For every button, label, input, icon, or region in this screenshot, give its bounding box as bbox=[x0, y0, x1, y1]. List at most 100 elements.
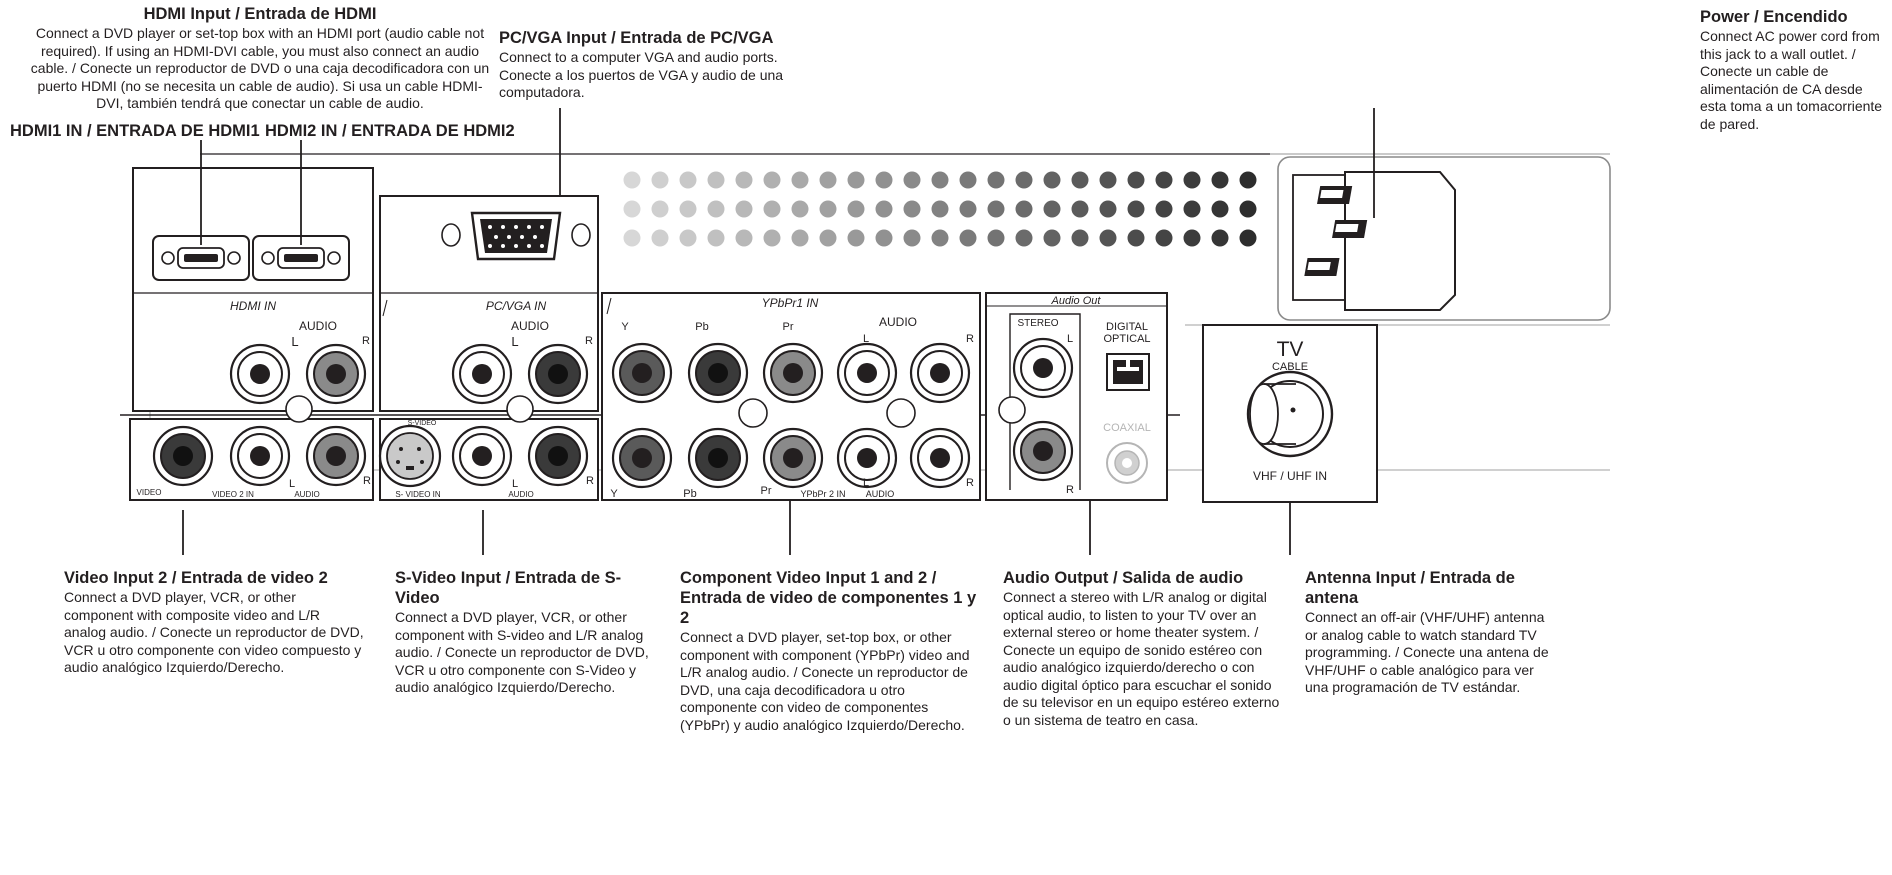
ypbpr-section: YPbPr1 IN Y Pb Pr AUDIO L R Y Pb Pr YPbP… bbox=[601, 292, 981, 501]
svideo-l-label: L bbox=[512, 478, 518, 490]
pcvga-section: PC/VGA IN AUDIO L R bbox=[379, 195, 599, 412]
svideo-section: S-VIDEO S- VIDEO IN L AUDIO R bbox=[378, 395, 599, 501]
video2-r-label: R bbox=[363, 475, 371, 487]
tv-label: TV bbox=[1277, 338, 1304, 361]
vent-hole bbox=[1099, 229, 1117, 247]
power-callout: Power / Encendido Connect AC power cord … bbox=[1700, 7, 1890, 133]
vent-hole bbox=[623, 200, 641, 218]
vent-hole bbox=[707, 229, 725, 247]
vent-hole bbox=[1071, 200, 1089, 218]
vent-hole bbox=[819, 200, 837, 218]
vent-hole bbox=[875, 200, 893, 218]
vent-hole bbox=[763, 171, 781, 189]
pcvga-audio-label: AUDIO bbox=[511, 319, 549, 333]
ypbpr2-y-label: Y bbox=[610, 488, 618, 500]
vent-hole bbox=[959, 171, 977, 189]
audio-out-l-label: L bbox=[1067, 333, 1073, 345]
vent-hole bbox=[1043, 171, 1061, 189]
ypbpr1-l-label: L bbox=[863, 333, 869, 345]
ypbpr2-y-jack[interactable] bbox=[611, 427, 673, 489]
optical-port[interactable] bbox=[1106, 353, 1150, 391]
vent-hole bbox=[847, 229, 865, 247]
ypbpr1-in-label: YPbPr1 IN bbox=[762, 296, 819, 310]
ypbpr1-audio-l-jack[interactable] bbox=[836, 342, 898, 404]
vent-hole bbox=[735, 229, 753, 247]
svideo-port[interactable] bbox=[378, 424, 442, 488]
component-callout: Component Video Input 1 and 2 / Entrada … bbox=[680, 568, 980, 734]
hdmi-audio-r-jack[interactable] bbox=[305, 343, 367, 405]
video2-video-label: VIDEO bbox=[137, 488, 162, 497]
vent-hole bbox=[1183, 171, 1201, 189]
hdmi-audio-l-jack[interactable] bbox=[229, 343, 291, 405]
pcvga-callout-title: PC/VGA Input / Entrada de PC/VGA bbox=[499, 29, 774, 47]
vent-hole bbox=[651, 200, 669, 218]
vga-port[interactable] bbox=[470, 211, 562, 261]
antenna-port[interactable] bbox=[1246, 370, 1334, 458]
vent-hole bbox=[623, 171, 641, 189]
vent-hole bbox=[903, 171, 921, 189]
vent-hole bbox=[931, 229, 949, 247]
svideo-audio-label: AUDIO bbox=[508, 490, 533, 499]
ypbpr1-r-label: R bbox=[966, 333, 974, 345]
video2-audio-r-jack[interactable] bbox=[305, 425, 367, 487]
video2-audio-label: AUDIO bbox=[294, 490, 319, 499]
svideo-audio-l-jack[interactable] bbox=[451, 425, 513, 487]
vent-hole bbox=[735, 200, 753, 218]
vent-hole bbox=[679, 171, 697, 189]
vent-hole bbox=[1183, 229, 1201, 247]
antenna-section: TV CABLE VHF / UHF IN bbox=[1202, 324, 1378, 503]
vent-hole bbox=[1127, 200, 1145, 218]
vent-hole bbox=[931, 171, 949, 189]
svideo-top-label: S-VIDEO bbox=[408, 420, 437, 427]
ypbpr2-in-label: YPbPr 2 IN bbox=[800, 489, 845, 499]
video2-callout: Video Input 2 / Entrada de video 2 Conne… bbox=[64, 568, 364, 677]
svideo-r-label: R bbox=[586, 475, 594, 487]
coaxial-label: COAXIAL bbox=[1103, 422, 1151, 434]
vent-hole bbox=[1099, 200, 1117, 218]
vent-hole bbox=[763, 229, 781, 247]
audio-out-l-jack[interactable] bbox=[1012, 337, 1074, 399]
ypbpr2-audio-label: AUDIO bbox=[866, 489, 895, 499]
video2-callout-text: Connect a DVD player, VCR, or other comp… bbox=[64, 589, 364, 675]
ypbpr1-pr-jack[interactable] bbox=[762, 342, 824, 404]
video2-section: VIDEO VIDEO 2 IN L AUDIO R bbox=[129, 395, 374, 501]
vent-hole bbox=[763, 200, 781, 218]
ypbpr1-audio-r-jack[interactable] bbox=[909, 342, 971, 404]
vent-hole bbox=[1099, 171, 1117, 189]
video2-audio-l-jack[interactable] bbox=[229, 425, 291, 487]
audio-out-section: Audio Out STEREO L R DIGITAL OPTICAL COA… bbox=[985, 292, 1168, 501]
svideo-audio-r-jack[interactable] bbox=[527, 425, 589, 487]
video2-video-jack[interactable] bbox=[152, 425, 214, 487]
ypbpr1-y-jack[interactable] bbox=[611, 342, 673, 404]
vent-hole bbox=[679, 200, 697, 218]
coaxial-port[interactable] bbox=[1106, 442, 1148, 484]
pcvga-callout-text: Connect to a computer VGA and audio port… bbox=[499, 49, 784, 100]
vent-holes bbox=[623, 171, 1257, 247]
ypbpr1-y-label: Y bbox=[621, 321, 629, 333]
ypbpr2-pb-jack[interactable] bbox=[687, 427, 749, 489]
audioout-callout-text: Connect a stereo with L/R analog or digi… bbox=[1003, 589, 1280, 728]
vent-hole bbox=[1071, 171, 1089, 189]
ypbpr2-audio-r-jack[interactable] bbox=[909, 427, 971, 489]
cable-label: CABLE bbox=[1272, 361, 1308, 373]
svideo-callout-title: S-Video Input / Entrada de S-Video bbox=[395, 569, 622, 607]
component-callout-title: Component Video Input 1 and 2 / Entrada … bbox=[680, 569, 977, 627]
ypbpr1-pb-jack[interactable] bbox=[687, 342, 749, 404]
vent-hole bbox=[1239, 171, 1257, 189]
antenna-callout-title: Antenna Input / Entrada de antena bbox=[1305, 569, 1515, 607]
vent-hole bbox=[987, 200, 1005, 218]
vent-hole bbox=[903, 200, 921, 218]
svideo-in-label: S- VIDEO IN bbox=[395, 490, 441, 499]
svideo-callout: S-Video Input / Entrada de S-Video Conne… bbox=[395, 568, 650, 697]
vent-hole bbox=[791, 229, 809, 247]
vent-hole bbox=[1239, 200, 1257, 218]
pcvga-audio-r-label: R bbox=[585, 335, 593, 347]
pcvga-audio-l-jack[interactable] bbox=[451, 343, 513, 405]
ypbpr2-pr-jack[interactable] bbox=[762, 427, 824, 489]
pcvga-audio-r-jack[interactable] bbox=[527, 343, 589, 405]
pcvga-audio-l-label: L bbox=[511, 334, 518, 349]
vent-hole bbox=[651, 229, 669, 247]
vent-hole bbox=[623, 229, 641, 247]
audio-out-r-jack[interactable] bbox=[1012, 420, 1074, 482]
component-callout-text: Connect a DVD player, set-top box, or ot… bbox=[680, 629, 970, 733]
